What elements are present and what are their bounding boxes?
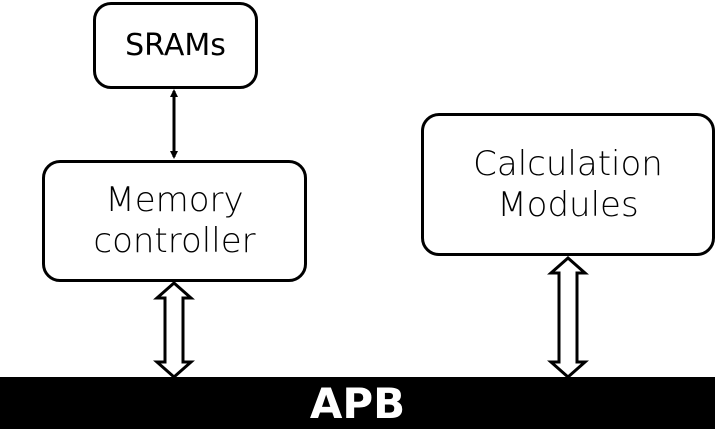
calc-apb-hollow-arrow — [547, 255, 589, 380]
memory-controller-label-line1: Memory — [105, 180, 244, 221]
memory-controller-label-line2: controller — [93, 221, 256, 261]
memctl-apb-hollow-arrow — [153, 280, 195, 380]
sram-label: SRAMs — [125, 27, 226, 63]
apb-bus-label: APB — [309, 378, 406, 428]
sram-block: SRAMs — [93, 2, 258, 89]
calculation-modules-label-line1: Calculation — [473, 143, 663, 184]
calculation-modules-label-line2: Modules — [497, 184, 639, 225]
calculation-modules-block: Calculation Modules — [421, 113, 715, 256]
apb-bus: APB — [0, 377, 715, 429]
memory-controller-block: Memory controller — [42, 160, 307, 282]
